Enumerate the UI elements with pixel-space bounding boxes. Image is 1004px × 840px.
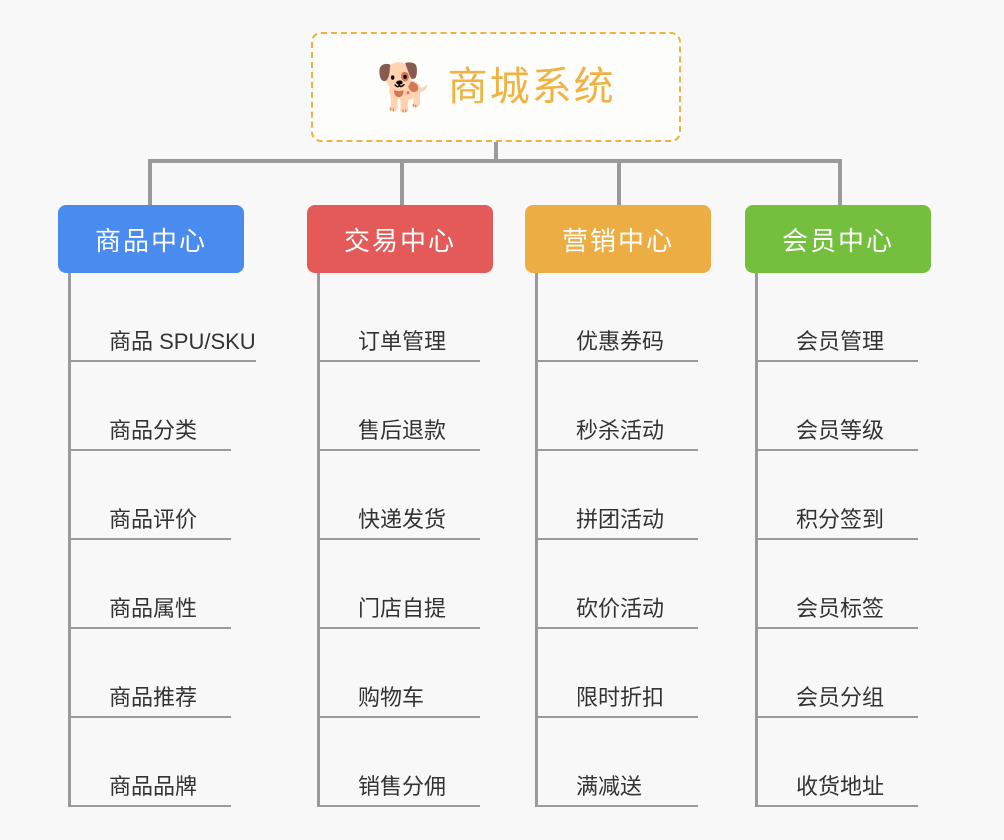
category-column-product: 商品中心 商品 SPU/SKU 商品分类 商品评价 商品属性 商品推荐 商品品牌 <box>58 205 306 807</box>
item-label: 销售分佣 <box>320 774 480 807</box>
list-item[interactable]: 限时折扣 <box>538 629 747 718</box>
category-header-label: 营销中心 <box>561 225 674 256</box>
connector-drop-交易中心 <box>400 159 404 205</box>
category-header-trade[interactable]: 交易中心 <box>307 205 493 273</box>
item-label: 快递发货 <box>320 507 480 540</box>
item-label: 秒杀活动 <box>538 418 698 451</box>
root-title: 商城系统 <box>447 65 616 109</box>
list-item[interactable]: 积分签到 <box>758 451 967 540</box>
category-column-trade: 交易中心 订单管理 售后退款 快递发货 门店自提 购物车 销售分佣 <box>307 205 529 807</box>
list-item[interactable]: 拼团活动 <box>538 451 747 540</box>
category-header-label: 商品中心 <box>94 225 207 256</box>
list-item[interactable]: 会员分组 <box>758 629 967 718</box>
category-header-label: 交易中心 <box>343 225 456 256</box>
list-item[interactable]: 商品评价 <box>71 451 306 540</box>
item-label: 会员标签 <box>758 596 918 629</box>
list-item[interactable]: 售后退款 <box>320 362 529 451</box>
item-label: 商品品牌 <box>71 774 231 807</box>
category-header-label: 会员中心 <box>781 225 894 256</box>
list-item[interactable]: 满减送 <box>538 718 747 807</box>
item-label: 拼团活动 <box>538 507 698 540</box>
list-item[interactable]: 收货地址 <box>758 718 967 807</box>
item-label: 会员等级 <box>758 418 918 451</box>
connector-drop-营销中心 <box>617 159 621 205</box>
item-label: 收货地址 <box>758 774 918 807</box>
list-item[interactable]: 商品属性 <box>71 540 306 629</box>
item-label: 积分签到 <box>758 507 918 540</box>
list-item[interactable]: 订单管理 <box>320 273 529 362</box>
item-label: 商品 SPU/SKU <box>71 329 256 362</box>
category-column-marketing: 营销中心 优惠券码 秒杀活动 拼团活动 砍价活动 限时折扣 满减送 <box>525 205 747 807</box>
list-item[interactable]: 砍价活动 <box>538 540 747 629</box>
list-item[interactable]: 门店自提 <box>320 540 529 629</box>
list-item[interactable]: 商品品牌 <box>71 718 306 807</box>
item-label: 限时折扣 <box>538 685 698 718</box>
root-node[interactable]: 🐕 商城系统 <box>311 32 681 142</box>
category-column-member: 会员中心 会员管理 会员等级 积分签到 会员标签 会员分组 收货地址 <box>745 205 967 807</box>
item-label: 商品分类 <box>71 418 231 451</box>
item-label: 商品属性 <box>71 596 231 629</box>
list-item[interactable]: 会员管理 <box>758 273 967 362</box>
item-label: 门店自提 <box>320 596 480 629</box>
connector-drop-会员中心 <box>838 159 842 205</box>
list-item[interactable]: 购物车 <box>320 629 529 718</box>
list-item[interactable]: 会员标签 <box>758 540 967 629</box>
connector-horizontal-bus <box>150 159 842 163</box>
item-list-member: 会员管理 会员等级 积分签到 会员标签 会员分组 收货地址 <box>755 273 967 807</box>
list-item[interactable]: 快递发货 <box>320 451 529 540</box>
list-item[interactable]: 商品分类 <box>71 362 306 451</box>
shiba-inu-dog-face-icon: 🐕 <box>376 61 434 113</box>
item-label: 会员分组 <box>758 685 918 718</box>
item-label: 砍价活动 <box>538 596 698 629</box>
category-header-product[interactable]: 商品中心 <box>58 205 244 273</box>
item-label: 满减送 <box>538 774 698 807</box>
item-label: 商品推荐 <box>71 685 231 718</box>
list-item[interactable]: 优惠券码 <box>538 273 747 362</box>
category-header-member[interactable]: 会员中心 <box>745 205 931 273</box>
item-label: 商品评价 <box>71 507 231 540</box>
category-header-marketing[interactable]: 营销中心 <box>525 205 711 273</box>
connector-drop-商品中心 <box>148 159 152 205</box>
item-list-product: 商品 SPU/SKU 商品分类 商品评价 商品属性 商品推荐 商品品牌 <box>68 273 306 807</box>
list-item[interactable]: 会员等级 <box>758 362 967 451</box>
item-label: 会员管理 <box>758 329 918 362</box>
connector-root-stem <box>494 142 498 162</box>
list-item[interactable]: 销售分佣 <box>320 718 529 807</box>
item-list-trade: 订单管理 售后退款 快递发货 门店自提 购物车 销售分佣 <box>317 273 529 807</box>
list-item[interactable]: 商品推荐 <box>71 629 306 718</box>
item-label: 购物车 <box>320 685 480 718</box>
item-label: 售后退款 <box>320 418 480 451</box>
item-label: 优惠券码 <box>538 329 698 362</box>
list-item[interactable]: 秒杀活动 <box>538 362 747 451</box>
list-item[interactable]: 商品 SPU/SKU <box>71 273 306 362</box>
item-label: 订单管理 <box>320 329 480 362</box>
item-list-marketing: 优惠券码 秒杀活动 拼团活动 砍价活动 限时折扣 满减送 <box>535 273 747 807</box>
